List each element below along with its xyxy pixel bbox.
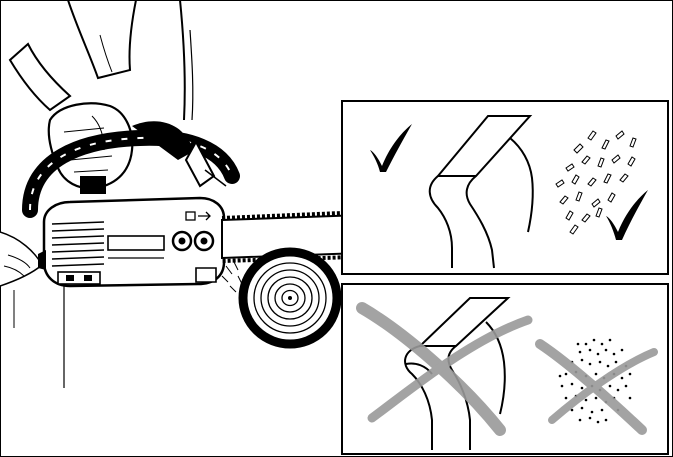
chain-brake-symbol <box>185 211 196 221</box>
panel-incorrect <box>341 283 669 455</box>
check-icon <box>370 124 412 172</box>
chainsaw-body <box>38 196 226 288</box>
front-handle <box>22 121 240 218</box>
cooling-fins <box>51 221 105 267</box>
log-cross-section <box>238 247 342 349</box>
operator-arms <box>8 0 194 121</box>
log-left <box>0 231 65 388</box>
chips-coarse <box>555 130 637 235</box>
sawdust-spray <box>221 261 243 293</box>
cutter-tooth-correct <box>428 115 534 269</box>
cross-icon <box>356 302 533 436</box>
cross-icon <box>535 339 658 435</box>
chainsaw-scene <box>0 0 417 388</box>
panel-correct <box>341 100 669 275</box>
check-icon <box>606 190 648 240</box>
